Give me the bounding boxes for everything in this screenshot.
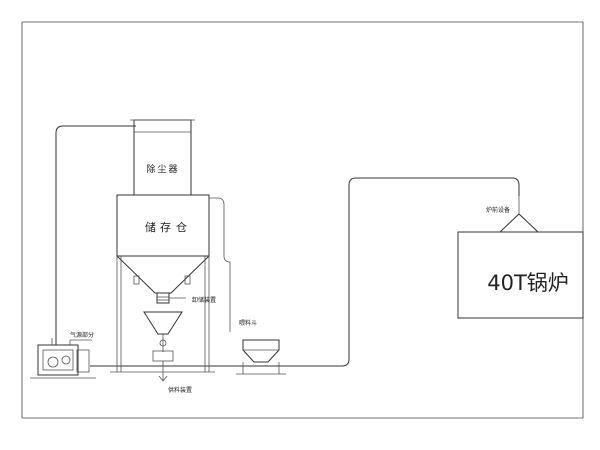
storage-silo-label-1: 储 (145, 220, 156, 234)
dust-collector-label: 除尘器 (146, 163, 179, 175)
drawing-frame (21, 21, 584, 419)
boiler-label: 40T锅炉 (487, 271, 569, 295)
storage-silo-label-2: 存 (160, 220, 171, 234)
ground-lines (110, 371, 286, 375)
boiler-front-equipment: 炉前设备 (486, 196, 539, 233)
return-pipe (209, 197, 231, 332)
dust-collector: 除尘器 (130, 119, 195, 196)
feed-hopper: 喂料斗 (239, 319, 280, 374)
air-source: 气源部分 (30, 331, 96, 379)
unloading-device-label: 卸储装置 (192, 296, 216, 304)
storage-silo-label-3: 仓 (176, 220, 187, 234)
boiler-front-label: 炉前设备 (486, 206, 510, 214)
feed-hopper-label: 喂料斗 (239, 319, 257, 327)
boiler: 40T锅炉 (457, 231, 584, 319)
storage-silo: 储 存 仓 (116, 194, 210, 372)
feeding-device-label: 供料装置 (168, 386, 192, 394)
conveying-pipeline (55, 125, 520, 367)
air-source-label: 气源部分 (70, 331, 94, 339)
unloading-device: 卸储装置 (143, 292, 216, 382)
